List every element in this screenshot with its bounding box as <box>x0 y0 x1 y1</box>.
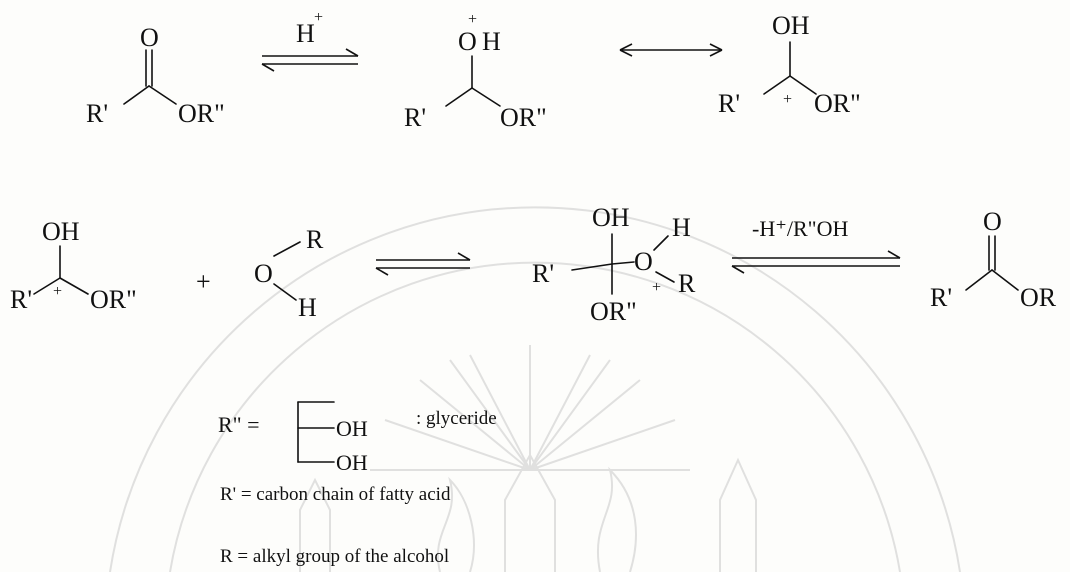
legend-r-double-prime-symbol: R" = <box>218 412 260 437</box>
ester-product: O R' OR <box>930 207 1057 312</box>
hydroxyl-label: OH <box>42 217 80 246</box>
alcohol-oxygen: O <box>254 259 273 288</box>
watermark-seal <box>109 206 961 572</box>
hydroxyl-label: OH <box>592 203 630 232</box>
or-double-prime-label: OR" <box>814 89 861 118</box>
glyceride-backbone <box>297 401 335 463</box>
glyceride-oh-1: OH <box>336 416 368 441</box>
protonated-oxygen: O <box>458 27 477 56</box>
elimination-equilibrium-arrow: -H⁺/R"OH <box>731 216 901 274</box>
alkyl-r-label: R <box>306 225 324 254</box>
hydroxyl-label: OH <box>772 11 810 40</box>
carbocation-charge: + <box>53 283 62 300</box>
legend-r-prime-definition: R' = carbon chain of fatty acid <box>220 484 451 505</box>
or-double-prime-label: OR" <box>178 99 225 128</box>
acid-catalyst-charge: + <box>314 9 323 26</box>
acid-catalyst-label: H <box>296 19 315 48</box>
carbonyl-oxygen: O <box>140 23 159 52</box>
plus-sign: + <box>196 267 211 296</box>
or-double-prime-label: OR" <box>90 285 137 314</box>
carbocation-reactant: OH R' + OR" <box>10 217 137 314</box>
r-prime-label: R' <box>404 103 426 132</box>
glyceride-label: : glyceride <box>416 408 497 429</box>
watermark-right-flame <box>596 466 637 572</box>
watermark-center-tower <box>504 452 556 572</box>
protonated-ester: O + H R' OR" <box>404 11 547 132</box>
addition-equilibrium-arrow <box>375 252 471 276</box>
watermark-right-spire <box>719 457 757 572</box>
r-prime-label: R' <box>930 283 952 312</box>
oxonium-hydrogen: H <box>672 213 691 242</box>
carbonyl-oxygen: O <box>983 207 1002 236</box>
legend: R" = OH OH : glyceride R' = carbon chain… <box>218 401 497 567</box>
oxonium-charge: + <box>652 279 661 296</box>
elimination-condition-label: -H⁺/R"OH <box>752 216 848 241</box>
legend-r-definition: R = alkyl group of the alcohol <box>220 546 449 567</box>
r-prime-label: R' <box>86 99 108 128</box>
proton-label: H <box>482 27 501 56</box>
watermark-left-spire <box>299 477 331 572</box>
resonance-arrow <box>619 43 723 57</box>
carbocation-charge: + <box>783 91 792 108</box>
r-prime-label: R' <box>10 285 32 314</box>
r-prime-label: R' <box>718 89 740 118</box>
or-double-prime-label: OR" <box>500 103 547 132</box>
or-product-label: OR <box>1020 283 1057 312</box>
alcohol-reactant: O R H <box>254 225 324 322</box>
ester-reactant: O R' OR" <box>86 23 225 128</box>
protonation-equilibrium-arrow: H + <box>261 9 359 72</box>
watermark-left-flame <box>437 476 475 572</box>
oxonium-oxygen: O <box>634 247 653 276</box>
tetrahedral-intermediate: OH R' O H + R OR" <box>532 203 696 326</box>
alcohol-hydrogen: H <box>298 293 317 322</box>
oxonium-charge: + <box>468 11 477 28</box>
alkyl-r-label: R <box>678 269 696 298</box>
glyceride-oh-2: OH <box>336 450 368 475</box>
r-prime-label: R' <box>532 259 554 288</box>
resonance-carbocation: OH R' + OR" <box>718 11 861 118</box>
or-double-prime-label: OR" <box>590 297 637 326</box>
watermark-sunburst <box>370 345 690 471</box>
